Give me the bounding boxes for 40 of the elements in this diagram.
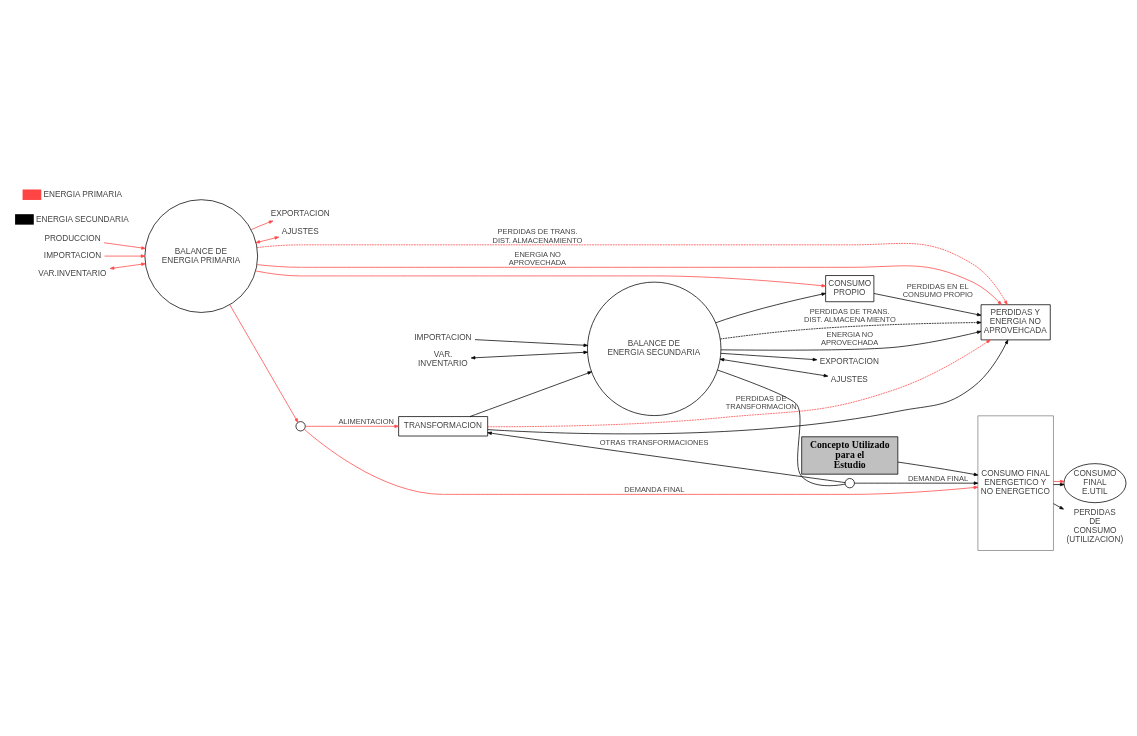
arrow — [897, 461, 979, 476]
arrow — [854, 480, 979, 485]
arrow — [256, 263, 1002, 305]
edge-label: OTRAS TRANSFORMACIONES — [599, 437, 709, 447]
edge-label: ALIMENTACION — [338, 416, 394, 426]
edge-label: DEMANDA FINAL — [907, 473, 969, 483]
arrow — [715, 292, 826, 323]
edge-label: ENERGIA NO APROVECHADA — [508, 249, 567, 267]
node-box: Concepto Utilizado para el Estudio — [801, 435, 899, 475]
arrow — [1053, 482, 1065, 486]
arrow — [1053, 479, 1065, 483]
arrow — [255, 235, 280, 243]
arrow — [1053, 502, 1064, 510]
arrow — [720, 330, 982, 351]
arrow — [469, 370, 592, 417]
arrow — [104, 253, 146, 258]
arrow — [487, 431, 846, 483]
arrow — [470, 350, 588, 359]
edge-label: PERDIDAS EN EL CONSUMO PROPIO — [902, 281, 973, 299]
arrow — [109, 262, 146, 270]
arrow — [719, 320, 982, 339]
arrow — [305, 424, 399, 428]
edge-label: PERDIDAS DE TRANS. DIST. ALMACENAMIENTO — [492, 226, 583, 245]
arrow — [873, 292, 982, 316]
arrow — [303, 428, 979, 495]
arrow — [720, 352, 818, 361]
edge-label: ENERGIA NO APROVECHADA — [820, 329, 879, 347]
edge-label: DEMANDA FINAL — [624, 484, 685, 494]
edge-label: PERDIDAS DE TRANS. DIST. ALMACENA MIENTO — [804, 306, 896, 324]
connector — [717, 369, 846, 486]
node-circle — [295, 420, 306, 431]
edge-label: PERDIDAS DE TRANSFORMACION — [725, 393, 797, 411]
arrow — [103, 241, 146, 250]
arrow — [255, 270, 826, 287]
arrow — [229, 303, 299, 423]
arrow — [719, 357, 829, 377]
arrow — [256, 242, 1008, 305]
arrow — [250, 220, 274, 230]
node-circle — [844, 477, 855, 488]
arrow — [474, 338, 588, 347]
